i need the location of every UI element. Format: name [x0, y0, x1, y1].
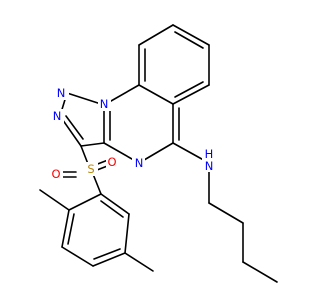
bond: [138, 84, 174, 105]
bond: [172, 84, 210, 105]
bond: [174, 31, 204, 49]
bond: [61, 246, 94, 267]
bond: [68, 193, 102, 211]
bond: [39, 189, 70, 211]
atom-labels: N N N N H N S O O: [50, 86, 216, 181]
bond: [138, 24, 174, 46]
atom-n-bridge: N: [100, 97, 109, 111]
bond: [92, 252, 126, 267]
atom-s-sulfonyl: S: [87, 162, 94, 176]
bond: [93, 248, 121, 260]
atom-n-pyrimidine: N: [135, 156, 144, 170]
bond: [174, 81, 204, 98]
bond: [66, 92, 105, 106]
bond: [92, 173, 102, 195]
bond: [100, 193, 130, 215]
bond: [124, 213, 130, 254]
atom-n-amine: N: [205, 159, 214, 173]
bond: [65, 115, 84, 140]
bonds: [39, 24, 278, 283]
bond: [80, 142, 105, 147]
atom-o-sulfonyl-b: O: [107, 155, 116, 169]
bond: [208, 202, 244, 224]
atom-n-triazole-b: N: [53, 109, 62, 123]
bond: [172, 24, 210, 46]
bond: [61, 209, 70, 248]
atom-h-amine: H: [205, 147, 214, 161]
bond: [67, 213, 75, 245]
bond: [124, 252, 154, 272]
bond: [80, 145, 89, 165]
bond: [242, 261, 278, 283]
atom-n-triazole-a: N: [57, 86, 66, 100]
atom-o-sulfonyl-a: O: [51, 167, 60, 181]
bond: [100, 200, 124, 218]
structure-svg: N N N N H N S O O: [39, 24, 278, 283]
molecule-diagram: N N N N H N S O O: [39, 24, 278, 283]
